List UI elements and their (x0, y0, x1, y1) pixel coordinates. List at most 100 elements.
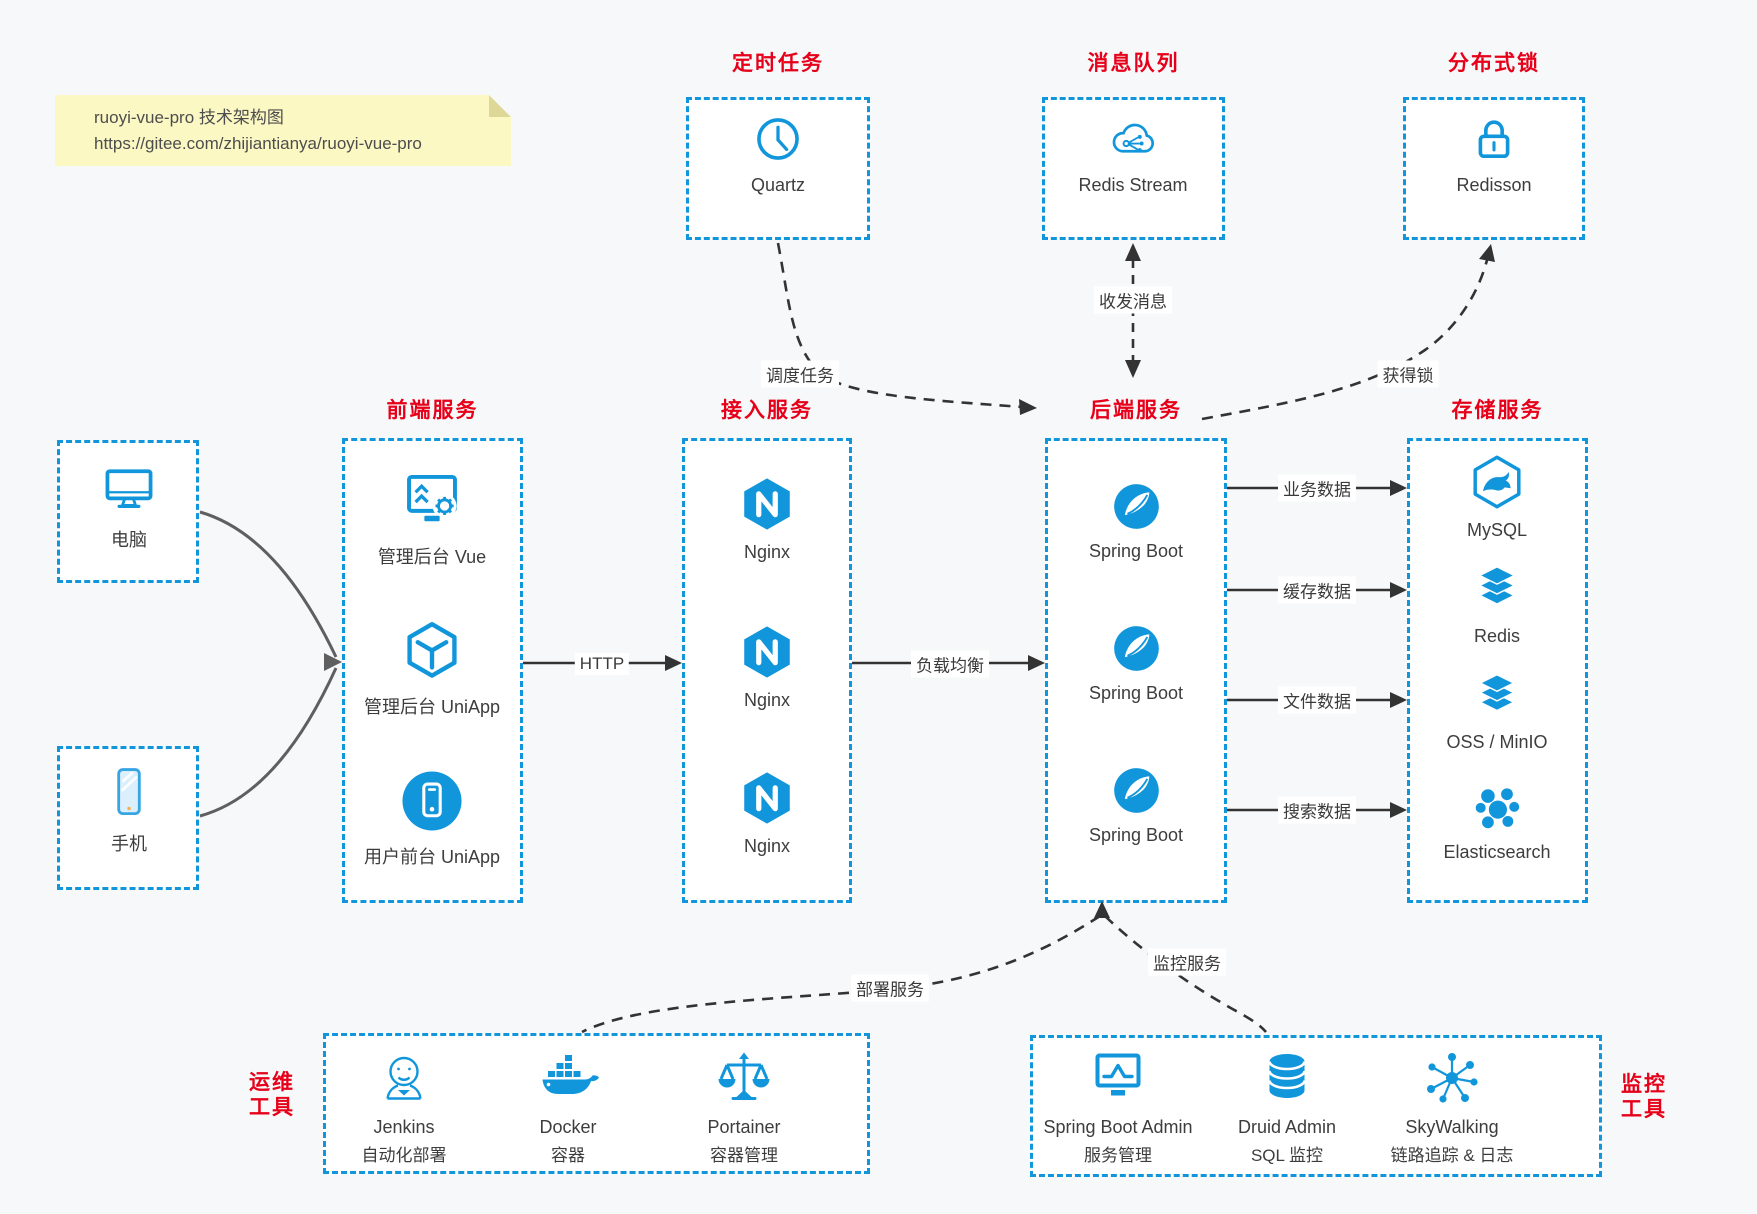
node-skywalking: SkyWalking 链路追踪 & 日志 (1367, 1046, 1537, 1166)
group-title-monitor-tools: 监控工具 (1621, 1073, 1667, 1121)
node-label: 管理后台 Vue (377, 547, 487, 567)
node-mysql: MySQL (1417, 451, 1577, 541)
node-quartz: Quartz (693, 110, 863, 196)
edge-desktop-to-frontend (199, 510, 338, 658)
group-title-frontend: 前端服务 (386, 399, 479, 422)
desktop-icon (99, 459, 159, 519)
edge-label-deploy: 部署服务 (851, 974, 929, 1002)
node-label: Nginx (743, 542, 791, 562)
node-phone: 手机 (59, 763, 199, 856)
node-label: 电脑 (111, 530, 147, 550)
node-label: Nginx (743, 690, 791, 710)
mysql-icon (1466, 451, 1528, 513)
box-ops-tools (323, 1033, 870, 1174)
node-springboot-admin: Spring Boot Admin 服务管理 (1033, 1046, 1203, 1166)
node-nginx-2: Nginx (687, 621, 847, 711)
group-title-message-queue: 消息队列 (1087, 52, 1180, 75)
node-jenkins: Jenkins 自动化部署 (319, 1046, 489, 1166)
arrowhead-http (665, 655, 682, 671)
arrowhead-load-balance (1028, 655, 1045, 671)
node-label: 用户前台 UniApp (363, 847, 501, 867)
node-sublabel: SQL 监控 (1250, 1146, 1324, 1165)
node-label: SkyWalking (1405, 1117, 1499, 1137)
node-label: Redisson (1456, 175, 1532, 195)
box-phone-client (57, 746, 199, 890)
lock-icon (1465, 110, 1523, 168)
edge-label-http: HTTP (574, 653, 630, 675)
node-admin-uniapp: 管理后台 UniApp (352, 616, 512, 719)
spring-boot-icon (1109, 763, 1164, 818)
box-monitor-tools (1030, 1035, 1602, 1177)
node-user-uniapp: 用户前台 UniApp (352, 766, 512, 869)
druid-icon (1255, 1046, 1319, 1110)
edge-label-schedule: 调度任务 (761, 360, 839, 388)
node-label: Nginx (743, 836, 791, 856)
box-message-queue (1042, 97, 1225, 240)
node-label: Docker (539, 1117, 597, 1137)
node-oss-minio: OSS / MinIO (1417, 669, 1577, 753)
node-label: Spring Boot Admin (1043, 1117, 1193, 1137)
node-springboot-3: Spring Boot (1056, 763, 1216, 846)
arrowhead-lock (1479, 244, 1495, 262)
node-nginx-3: Nginx (687, 767, 847, 857)
node-label: OSS / MinIO (1446, 732, 1548, 752)
spring-boot-icon (1109, 479, 1164, 534)
arrowhead-clients (324, 653, 342, 671)
note-title: ruoyi-vue-pro 技术架构图 (94, 108, 284, 127)
node-sublabel: 自动化部署 (361, 1146, 447, 1165)
arrowhead-file-data (1390, 692, 1407, 708)
node-label: Spring Boot (1088, 825, 1184, 845)
admin-vue-icon (397, 466, 467, 536)
node-sublabel: 链路追踪 & 日志 (1390, 1146, 1514, 1165)
edge-phone-to-frontend (199, 667, 338, 818)
node-label: Jenkins (373, 1117, 435, 1137)
arrowhead-cache-data (1390, 582, 1407, 598)
node-label: MySQL (1466, 520, 1527, 540)
portainer-icon (712, 1046, 776, 1110)
node-label: Druid Admin (1237, 1117, 1337, 1137)
arrowhead-deploy-monitor (1094, 901, 1110, 918)
sticky-note: ruoyi-vue-pro 技术架构图 https://gitee.com/zh… (55, 95, 511, 166)
node-label: 手机 (111, 834, 147, 854)
edge-label-file-data: 文件数据 (1278, 686, 1356, 714)
node-sublabel: 服务管理 (1084, 1146, 1152, 1165)
oss-minio-stack-icon (1469, 669, 1525, 725)
node-nginx-1: Nginx (687, 473, 847, 563)
node-label: 管理后台 UniApp (363, 697, 501, 717)
edge-label-cache-data: 缓存数据 (1278, 576, 1356, 604)
group-title-distributed-lock: 分布式锁 (1448, 52, 1540, 75)
phone-icon (99, 763, 159, 823)
arrowhead-message-down (1125, 360, 1141, 378)
edge-label-load-balance: 负载均衡 (911, 650, 989, 678)
box-storage (1407, 438, 1588, 903)
node-sublabel: 容器 (551, 1146, 585, 1165)
group-title-backend: 后端服务 (1090, 399, 1182, 422)
note-fold-corner (489, 95, 511, 117)
node-label: Spring Boot (1088, 541, 1184, 561)
arrowhead-message-up (1125, 243, 1141, 261)
box-desktop-client (57, 440, 199, 583)
docker-icon (536, 1046, 600, 1110)
note-url: https://gitee.com/zhijiantianya/ruoyi-vu… (94, 134, 422, 153)
nginx-icon (736, 621, 798, 683)
node-label: Redis (1473, 626, 1521, 646)
redis-stack-icon (1468, 561, 1526, 619)
group-title-ops-tools: 运维工具 (249, 1071, 295, 1119)
skywalking-icon (1420, 1046, 1484, 1110)
node-redis-stream: Redis Stream (1048, 110, 1218, 196)
arrowhead-schedule (1019, 399, 1037, 415)
node-sublabel: 容器管理 (710, 1146, 778, 1165)
arrowhead-search-data (1390, 802, 1407, 818)
cloud-stream-icon (1104, 110, 1162, 168)
arrowhead-business-data (1390, 480, 1407, 496)
nginx-icon (736, 767, 798, 829)
elasticsearch-icon (1468, 777, 1526, 835)
node-docker: Docker 容器 (483, 1046, 653, 1166)
nginx-icon (736, 473, 798, 535)
group-title-gateway: 接入服务 (721, 399, 813, 422)
node-springboot-1: Spring Boot (1056, 479, 1216, 562)
node-redisson: Redisson (1409, 110, 1579, 196)
edge-label-search-data: 搜索数据 (1278, 796, 1356, 824)
clock-icon (749, 110, 807, 168)
node-elasticsearch: Elasticsearch (1417, 777, 1577, 863)
